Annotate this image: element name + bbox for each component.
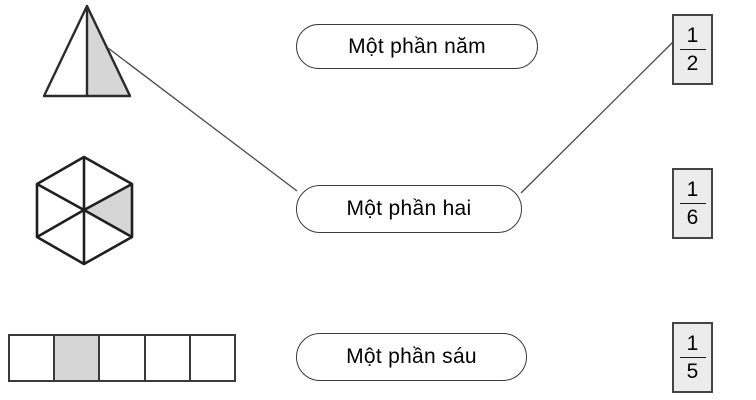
hexagon-spoke-lower-left (36, 208, 85, 239)
label-mot-phan-hai[interactable]: Một phần hai (296, 185, 522, 233)
bar-model-shape (8, 334, 236, 382)
triangle-shape (42, 4, 132, 98)
label-mot-phan-sau[interactable]: Một phần sáu (296, 333, 527, 381)
fraction-card-one-sixth[interactable]: 1 6 (672, 168, 713, 239)
bar-cell (10, 336, 56, 380)
fraction-bar (679, 48, 706, 51)
hexagon-sector-shaded (84, 184, 132, 237)
label-text: Một phần năm (348, 34, 486, 58)
label-text: Một phần hai (346, 197, 472, 220)
fraction-denominator: 2 (686, 52, 699, 76)
fraction-card-one-half[interactable]: 1 2 (672, 14, 713, 85)
hexagon-spoke-upper-left (36, 182, 85, 212)
fraction-numerator: 1 (686, 23, 699, 47)
bar-cell (145, 336, 191, 380)
bar-cell (190, 336, 235, 380)
fraction-numerator: 1 (686, 177, 699, 201)
fraction-bar (679, 202, 706, 205)
bar-cell (100, 336, 146, 380)
bar-cell-shaded (55, 336, 101, 380)
fraction-denominator: 5 (686, 360, 699, 384)
fraction-card-one-fifth[interactable]: 1 5 (672, 322, 713, 393)
hexagon-spoke-lower-right (83, 208, 133, 239)
fraction-numerator: 1 (686, 331, 699, 355)
label-mot-phan-nam[interactable]: Một phần năm (296, 24, 538, 69)
hexagon-shape (35, 155, 134, 266)
label-text: Một phần sáu (346, 345, 477, 368)
fraction-bar (679, 356, 706, 359)
fraction-denominator: 6 (686, 206, 699, 230)
